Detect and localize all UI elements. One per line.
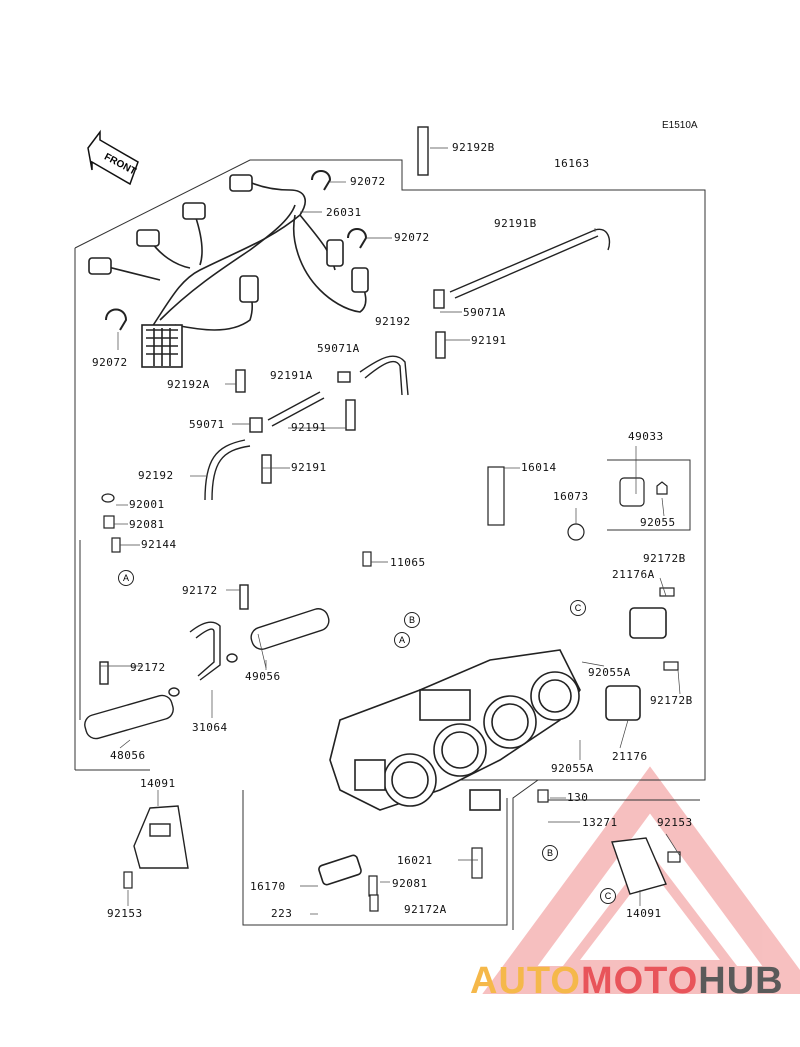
part-label: 92192B [452,141,495,154]
part-label: 14091 [140,777,176,790]
throttle-body [318,607,667,886]
part-label: 92072 [92,356,128,369]
frame-lines [74,159,706,930]
part-label: 14091 [626,907,662,920]
part-label: 16073 [553,490,589,503]
part-label: 92172 [130,661,166,674]
part-label: 26031 [326,206,362,219]
part-label: 92191 [291,461,327,474]
part-label: 92172 [182,584,218,597]
ref-circle-a: A [394,632,410,648]
part-label: 59071A [463,306,506,319]
clamp-icons [105,170,368,331]
part-label: 223 [271,907,293,920]
ref-circle-b: B [542,845,558,861]
part-label: 92192 [138,469,174,482]
part-label: 92172B [650,694,693,707]
part-label: 92191B [494,217,537,230]
part-label: 92055 [640,516,676,529]
part-label: 92192A [167,378,210,391]
part-label: 21176 [612,750,648,763]
part-label: 59071 [189,418,225,431]
watermark-triangle [482,766,800,994]
part-label: 92172B [643,552,686,565]
part-label: 49033 [628,430,664,443]
part-label: 92191A [270,369,313,382]
part-label: 92072 [350,175,386,188]
diagram-code: E1510A [662,120,698,131]
watermark-auto: AUTO [470,960,581,1002]
part-label: 92081 [392,877,428,890]
ref-circle-a: A [118,570,134,586]
part-label: 16014 [521,461,557,474]
part-label: 92172A [404,903,447,916]
part-label: 130 [567,791,589,804]
part-label: 13271 [582,816,618,829]
front-arrow-icon: FRONT [87,129,139,186]
watermark-moto: MOTO [580,960,699,1002]
part-label: 92153 [107,907,143,920]
part-label: 92081 [129,518,165,531]
ref-circle-c: C [600,888,616,904]
part-label: 92153 [657,816,693,829]
part-label: 92072 [394,231,430,244]
part-label: 16163 [554,157,590,170]
part-label: 92055A [588,666,631,679]
part-label: 21176A [612,568,655,581]
part-label: 92191 [291,421,327,434]
part-label: 59071A [317,342,360,355]
fasteners [101,466,681,912]
part-label: 16170 [250,880,286,893]
part-label: 92055A [551,762,594,775]
part-label: 92144 [141,538,177,551]
hoses [204,126,611,501]
part-label: 11065 [390,556,426,569]
part-label: 16021 [397,854,433,867]
wiring-harness [88,174,369,368]
part-label: 31064 [192,721,228,734]
part-label: 49056 [245,670,281,683]
fuel-rails [84,584,330,740]
part-label: 48056 [110,749,146,762]
ref-circle-b: B [404,612,420,628]
ref-circle-c: C [570,600,586,616]
part-label: 92001 [129,498,165,511]
part-label: 92192 [375,315,411,328]
watermark-hub: HUB [698,960,784,1002]
leader-lines [100,147,681,915]
brackets [133,805,667,895]
part-label: 92191 [471,334,507,347]
watermark-logo: AUTOMOTOHUB [470,960,784,1003]
